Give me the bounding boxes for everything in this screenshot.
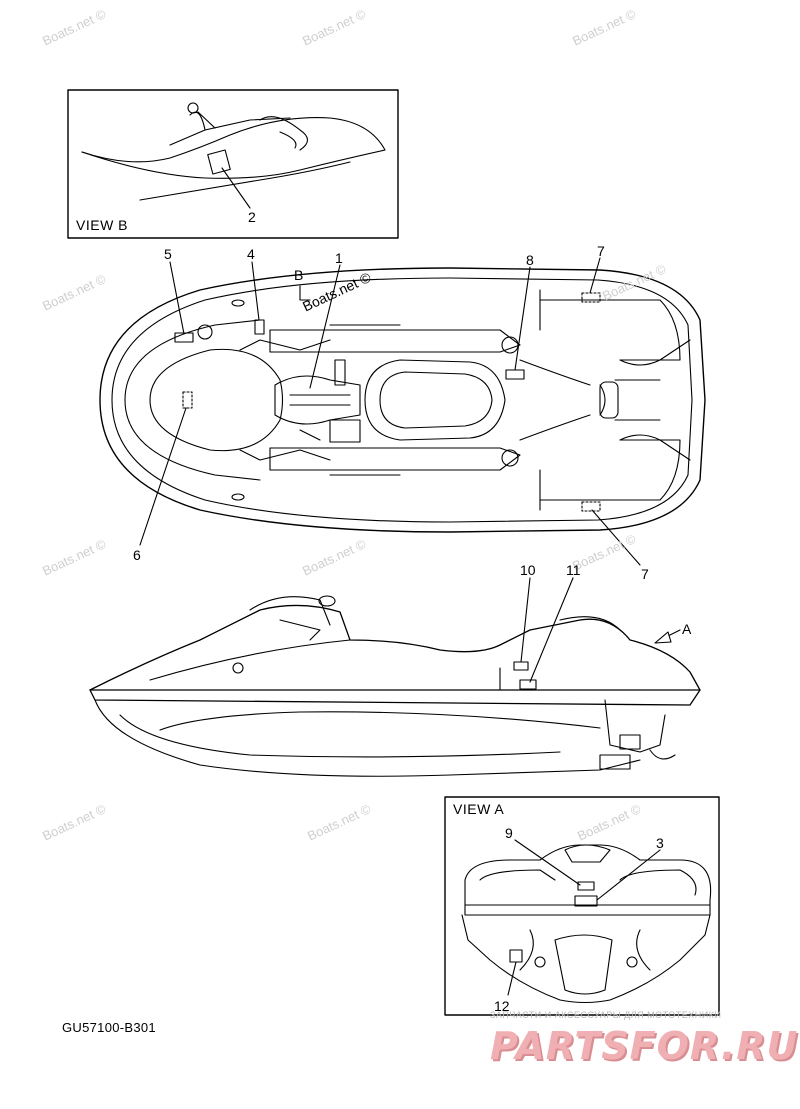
view-a-marker: A: [682, 621, 692, 637]
decal-9: [577, 881, 595, 891]
callout-7: 7: [597, 243, 605, 259]
decal-4: [254, 319, 265, 335]
decal-3: [574, 895, 598, 907]
side-view: [89, 577, 701, 777]
callout-7: 7: [641, 566, 649, 582]
callout-4: 4: [247, 246, 255, 262]
callout-5: 5: [164, 246, 172, 262]
decal-6: [182, 391, 193, 409]
view-b-label: VIEW B: [76, 217, 129, 233]
callout-11: 11: [566, 562, 581, 578]
callout-9: 9: [505, 825, 513, 841]
view-a-frame: [444, 796, 720, 1016]
callout-10: 10: [520, 562, 536, 578]
decal-2: [207, 149, 231, 175]
callout-6: 6: [133, 547, 141, 563]
callout-2: 2: [248, 209, 256, 225]
decal-7a: [581, 292, 601, 303]
part-number: GU57100-B301: [62, 1020, 156, 1035]
view-a-label: VIEW A: [453, 801, 505, 817]
top-view: [99, 257, 706, 566]
decal-10: [513, 661, 529, 671]
callout-3: 3: [656, 835, 664, 851]
decal-8: [505, 369, 525, 380]
decal-12: [509, 949, 523, 963]
view-b-marker: B: [294, 267, 304, 283]
brand-tagline: ЗАПЧАСТИ И АКСЕССУАРЫ ДЛЯ МОТОТЕХНИКИ: [490, 1010, 722, 1020]
decal-7b: [581, 501, 601, 512]
brand-logo[interactable]: PARTSFOR.RU: [490, 1024, 799, 1068]
callout-12: 12: [494, 998, 510, 1014]
callout-1: 1: [335, 250, 343, 266]
decal-11: [519, 679, 537, 690]
callout-8: 8: [526, 252, 534, 268]
view-b-frame: [67, 89, 399, 239]
